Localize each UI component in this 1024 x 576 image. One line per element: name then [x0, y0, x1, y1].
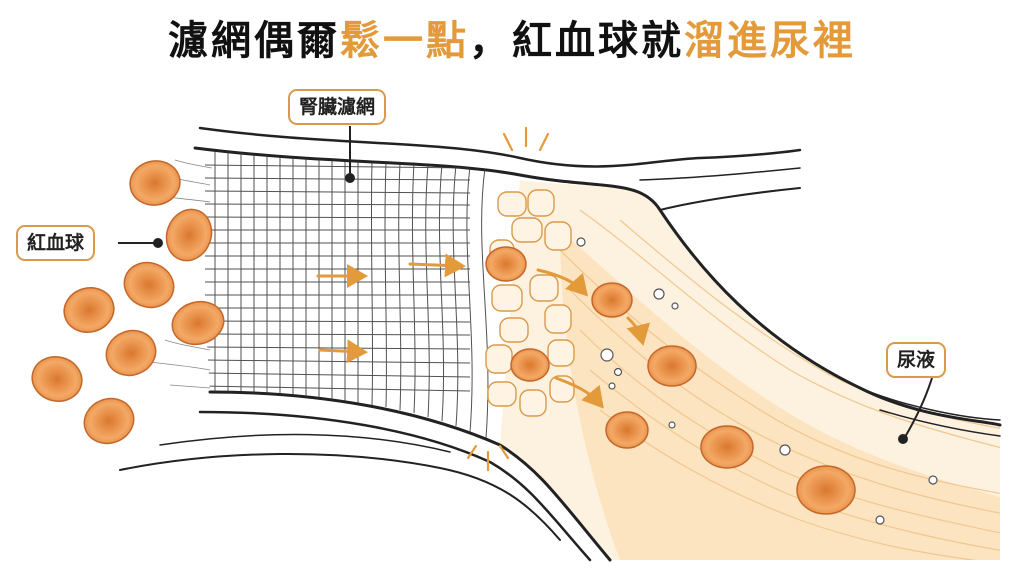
- rbc: [129, 160, 181, 206]
- rbc: [83, 397, 135, 445]
- filter-mesh: [204, 150, 489, 439]
- rbc: [510, 348, 550, 382]
- bubbles: [576, 237, 938, 525]
- page-title: 濾網偶爾鬆一點，紅血球就溜進尿裡: [0, 8, 1024, 66]
- red-blood-cells: [31, 160, 856, 515]
- label-leaders: [118, 126, 933, 444]
- tube-walls: [119, 126, 1002, 562]
- arrow-2: [408, 253, 466, 278]
- rbc: [485, 246, 527, 282]
- rbc: [647, 345, 697, 387]
- arrow-4: [536, 268, 589, 297]
- rbc: [700, 425, 754, 469]
- rbc: [165, 208, 213, 262]
- title-highlight-leak: 溜進尿裡: [684, 18, 856, 64]
- rbc: [171, 300, 225, 346]
- rbc: [796, 465, 856, 515]
- arrow-3: [318, 339, 368, 364]
- arrow-5: [626, 316, 650, 346]
- kidney-filter-label: 腎臟濾網: [288, 89, 387, 125]
- title-part-3: ，紅血球就: [469, 18, 684, 64]
- title-highlight-loose: 鬆一點: [340, 18, 469, 64]
- stress-marks: [466, 126, 550, 472]
- rbc: [63, 287, 115, 333]
- loose-filter-cells: [485, 189, 575, 417]
- rbc: [591, 282, 633, 318]
- urine-label: 尿液: [886, 342, 947, 378]
- flow-arrows: [316, 253, 650, 409]
- title-part-1: 濾網偶爾: [168, 18, 340, 64]
- rbc: [605, 411, 649, 449]
- rbc: [123, 261, 175, 309]
- arrow-6: [554, 376, 604, 409]
- red-blood-cell-label: 紅血球: [16, 225, 96, 261]
- rbc: [31, 356, 83, 402]
- rbc: [105, 329, 157, 377]
